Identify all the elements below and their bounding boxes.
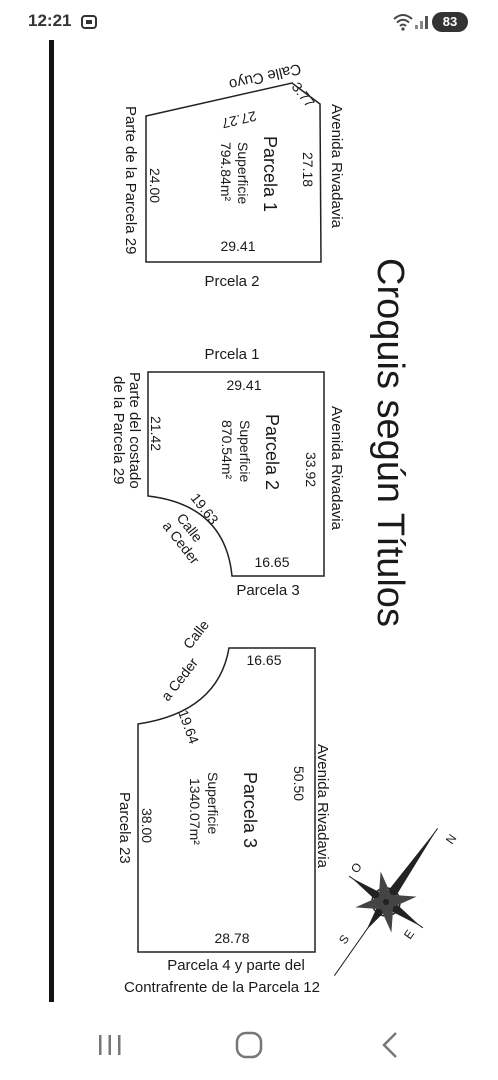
p1-area: 794.84m² — [218, 142, 234, 201]
p1-dim-right: 27.18 — [300, 152, 316, 187]
compass-n: N — [443, 832, 459, 847]
p1-dim-bottom: 29.41 — [220, 238, 255, 254]
p1-title: Parcela 1 — [260, 136, 280, 212]
compass-o: O — [348, 860, 365, 876]
home-icon — [235, 1031, 263, 1059]
battery-level: 83 — [442, 14, 458, 29]
p3-area: 1340.07m² — [187, 778, 203, 845]
croquis-drawing: Croquis según Títulos Calle Cuyo 3.77 27… — [49, 40, 459, 1002]
compass-s: S — [336, 932, 352, 947]
p1-bottom-label: Prcela 2 — [204, 273, 259, 290]
page-title: Croquis según Títulos — [369, 258, 411, 627]
parcela-3-outline — [137, 647, 316, 953]
p1-superficie-label: Superficie — [235, 142, 251, 204]
status-bar: 12:21 83 — [0, 0, 498, 44]
p1-left-label: Parte de la Parcela 29 — [122, 106, 139, 254]
p2-superficie-label: Superficie — [237, 420, 253, 482]
p3-street-right: Avenida Rivadavia — [314, 744, 331, 869]
p3-street-curve-1: Calle — [180, 617, 212, 652]
p3-street-curve-2: a Ceder — [158, 654, 201, 703]
navigation-bar — [0, 1010, 498, 1080]
compass-rose — [333, 827, 439, 977]
p2-dim-right: 33.92 — [303, 452, 319, 487]
p2-top-label: Prcela 1 — [204, 346, 259, 363]
back-icon — [382, 1032, 397, 1058]
p2-dim-bottom: 16.65 — [254, 554, 289, 570]
home-button[interactable] — [225, 1024, 273, 1068]
p1-dim-left: 24.00 — [147, 168, 163, 203]
p3-title: Parcela 3 — [240, 772, 260, 848]
wifi-icon — [393, 14, 413, 31]
recents-icon — [99, 1035, 121, 1055]
p2-area: 870.54m² — [219, 420, 235, 479]
p3-left-label: Parcela 23 — [116, 792, 133, 864]
battery-icon: 83 — [432, 12, 468, 32]
recents-button[interactable] — [86, 1024, 134, 1068]
p2-left-label-1: Parte del costado — [126, 372, 143, 489]
p2-dim-left: 21.42 — [148, 416, 164, 451]
p3-dim-right: 50.50 — [291, 766, 307, 801]
status-time: 12:21 — [28, 11, 72, 30]
screenshot-icon — [81, 15, 97, 29]
compass-e: E — [401, 927, 417, 942]
signal-icon — [415, 16, 428, 29]
p2-bottom-label: Parcela 3 — [236, 582, 299, 599]
parcela-2-outline — [147, 371, 325, 577]
p3-bottom-label-1: Parcela 4 y parte del — [167, 957, 305, 974]
p2-left-label-2: de la Parcela 29 — [110, 376, 127, 484]
p3-dim-left: 38.00 — [139, 808, 155, 843]
parcela-1-outline — [145, 82, 322, 263]
p3-dim-curve: 19.64 — [175, 708, 202, 747]
p1-dim-top: 27.27 — [220, 108, 258, 132]
p2-street-right: Avenida Rivadavia — [328, 406, 345, 531]
p3-superficie-label: Superficie — [205, 772, 221, 834]
p3-dim-top: 16.65 — [246, 652, 281, 668]
p2-title: Parcela 2 — [262, 414, 282, 490]
p1-street-right: Avenida Rivadavia — [328, 104, 345, 229]
p2-dim-top: 29.41 — [226, 377, 261, 393]
p3-dim-bottom: 28.78 — [214, 930, 249, 946]
left-border-line — [49, 40, 54, 1002]
p3-bottom-label-2: Contrafrente de la Parcela 12 — [124, 979, 320, 996]
back-button[interactable] — [366, 1024, 414, 1068]
